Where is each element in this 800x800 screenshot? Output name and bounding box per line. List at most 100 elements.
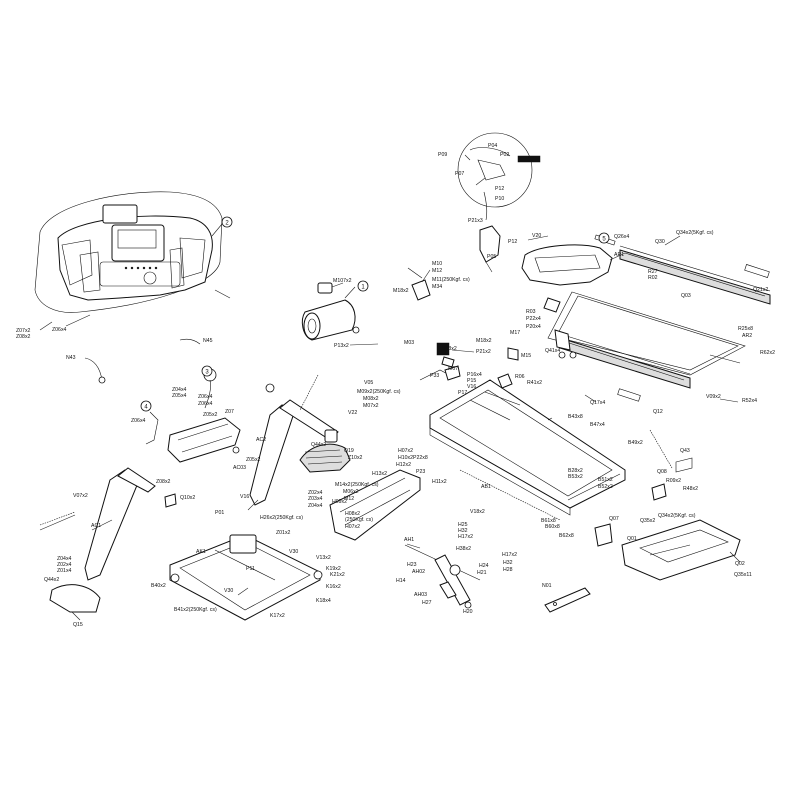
part-label: M107x2: [333, 278, 352, 284]
part-label: Q43: [680, 448, 690, 454]
part-label: P13x2: [334, 343, 349, 349]
svg-text:3: 3: [205, 370, 209, 376]
part-label: P10: [495, 196, 504, 202]
part-label: Z08x2: [16, 334, 31, 340]
part-label: V09x2: [706, 394, 721, 400]
part-label: H13x2: [372, 471, 387, 477]
motor-bracket: [407, 267, 519, 368]
part-label: M07x2: [363, 403, 379, 409]
part-labels: P09 P04 P07 P02 P12 P10 P21x3 P12 P05 V2…: [16, 143, 775, 628]
part-label: B62x8: [559, 533, 574, 539]
part-label: AH1: [404, 537, 414, 543]
callout-3: 3: [201, 365, 213, 377]
part-label: Z04x4: [57, 556, 72, 562]
part-label: H32: [458, 528, 468, 534]
part-label: H28: [503, 567, 513, 573]
part-label: V16: [240, 494, 249, 500]
part-label: P22x8: [413, 455, 428, 461]
part-label: V30: [224, 588, 233, 594]
part-label: AC03: [233, 465, 246, 471]
part-label: M18x2: [393, 288, 409, 294]
part-label: Q44x2: [44, 577, 59, 583]
leader-lines: [71, 235, 741, 621]
part-label: N43: [66, 355, 76, 361]
part-label: Q10x2: [180, 495, 195, 501]
part-label: H26x2(250Kgf. cs): [260, 515, 303, 521]
part-label: AK1: [196, 549, 206, 555]
part-label: AB1: [481, 484, 491, 490]
part-label: Q01: [627, 536, 637, 542]
part-label: B51x2: [598, 477, 613, 483]
part-label: M03: [404, 340, 414, 346]
part-label: B28x2: [568, 468, 583, 474]
part-label: AC1: [91, 523, 101, 529]
motor-assembly: [301, 282, 360, 341]
running-deck: [547, 291, 746, 376]
part-label: M08x2: [363, 396, 379, 402]
callout-5: 5: [598, 232, 610, 244]
part-label: Q15: [73, 622, 83, 628]
part-label: P22x4: [526, 316, 541, 322]
part-label: Q34x2(5Kgf. cs): [676, 230, 714, 236]
part-label: Z03x4: [308, 496, 323, 502]
part-label: Z07x2: [16, 328, 31, 334]
part-label: Z02x4: [308, 490, 323, 496]
part-label: H27: [422, 600, 432, 606]
part-label: M18x2: [476, 338, 492, 344]
part-label: P11: [246, 566, 255, 572]
part-label: Q07: [609, 516, 619, 522]
part-label: Z06x4: [198, 394, 213, 400]
part-label: K17x2: [270, 613, 285, 619]
part-label: AC2: [256, 437, 266, 443]
part-label: K21x2: [330, 572, 345, 578]
part-label: Z08x2: [156, 479, 171, 485]
part-label: N01: [542, 583, 552, 589]
part-label: Z10x2: [348, 455, 363, 461]
motor-cover: [521, 235, 613, 286]
part-label: R41x2: [527, 380, 542, 386]
part-label: Z02x4: [57, 562, 72, 568]
part-label: Q17x4: [590, 400, 605, 406]
part-label: P12: [495, 186, 504, 192]
tool-n01: [544, 587, 591, 613]
part-label: M06x2: [343, 489, 359, 495]
part-label: Q34x2(5Kgf. cs): [658, 513, 696, 519]
part-label: H23: [407, 562, 417, 568]
part-label: B47x4: [590, 422, 605, 428]
part-label: Q02: [735, 561, 745, 567]
part-label: Z01x4: [57, 568, 72, 574]
part-label: V07x2: [73, 493, 88, 499]
svg-text:5: 5: [602, 237, 606, 243]
console-assembly: [34, 191, 231, 331]
incline-assembly: [404, 544, 481, 609]
part-label: (250Kgf. cs): [345, 517, 373, 523]
part-label: V05: [364, 380, 373, 386]
part-label: M17: [510, 330, 520, 336]
control-board-detail: [457, 132, 541, 221]
base-side-frame: [329, 469, 421, 541]
part-label: M07: [448, 366, 458, 372]
part-label: K18x4: [316, 598, 331, 604]
part-label: Z01x2: [276, 530, 291, 536]
callout-1: 1: [357, 280, 369, 292]
part-label: M10: [432, 261, 442, 267]
part-label: R02: [648, 275, 658, 281]
part-label: P02: [500, 152, 509, 158]
part-label: H10x2: [398, 455, 413, 461]
part-label: R06: [515, 374, 525, 380]
part-label: R48x2: [683, 486, 698, 492]
part-label: Q35x11: [734, 572, 752, 578]
front-roller-rails: [559, 333, 691, 402]
part-label: Q35x2: [640, 518, 655, 524]
part-label: H20: [463, 609, 473, 615]
part-label: P21x2: [476, 349, 491, 355]
part-label: R62x2: [760, 350, 775, 356]
part-label: P04: [488, 143, 497, 149]
part-label: H08x2: [345, 511, 360, 517]
part-label: H07x2: [398, 448, 413, 454]
upright-ac1: [39, 467, 177, 613]
part-label: M12: [432, 268, 442, 274]
rubber-strips: [39, 374, 673, 526]
part-label: H38x2: [456, 546, 471, 552]
